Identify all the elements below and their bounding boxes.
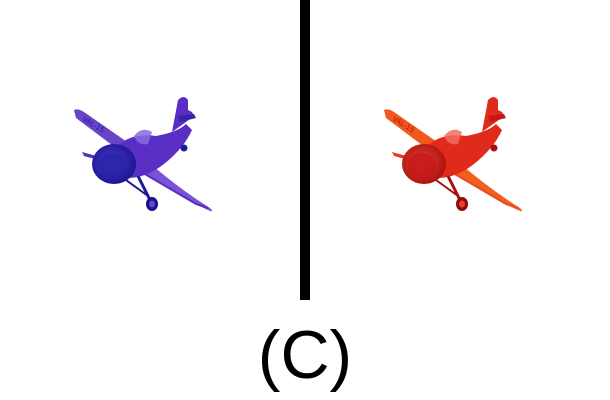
right-image-panel: VAL-15 [310,0,610,300]
left-wing [384,109,440,154]
left-image-panel: VAL-15 [0,0,300,300]
tail-fin [482,97,504,132]
tail-text: VAL-15 [81,115,106,135]
purple-airplane-icon: VAL-15 [74,97,213,212]
tail-text: VAL-15 [391,115,416,135]
vertical-divider [300,0,310,300]
right-wing [138,160,213,212]
right-wing [448,160,523,212]
figure-caption: (C) [257,317,353,393]
red-airplane-icon: VAL-15 [384,97,523,212]
tail-fin [172,97,194,132]
left-wing [74,109,130,154]
